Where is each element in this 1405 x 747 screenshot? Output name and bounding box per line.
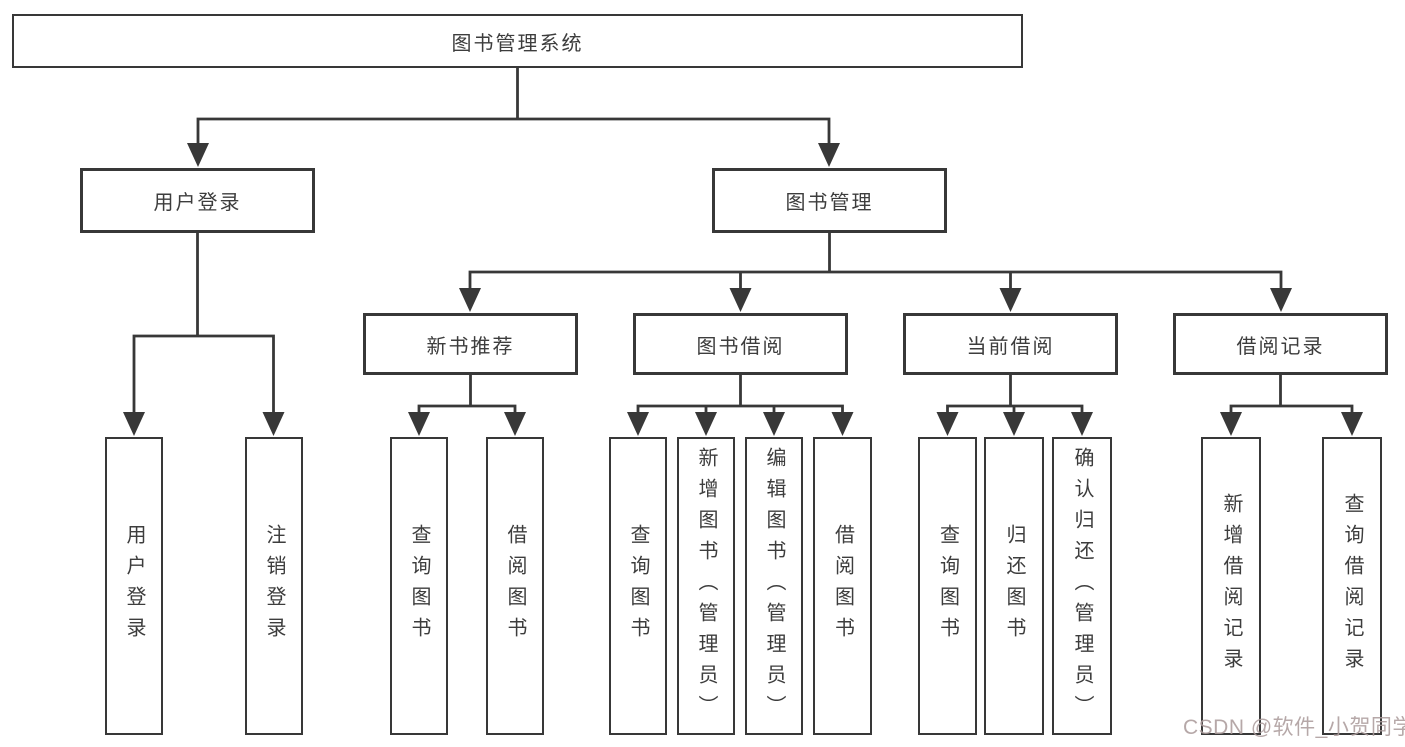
- node-book-management: 图书管理: [712, 168, 947, 233]
- arrow-to-leaf-bb-edit: [763, 412, 785, 436]
- leaf-bb-borrow-books-label: 借阅图书: [831, 524, 854, 648]
- connector-book-management-to-level3: [468, 231, 1283, 292]
- leaf-cb-query-books: 查询图书: [918, 437, 977, 735]
- arrow-to-book-management: [818, 143, 840, 167]
- node-book-management-label: 图书管理: [785, 192, 874, 214]
- arrow-to-leaf-rec-borrow: [504, 412, 526, 436]
- node-current-borrow: 当前借阅: [903, 313, 1118, 375]
- leaf-br-query-record-label: 查询借阅记录: [1341, 493, 1363, 679]
- node-user-login-label: 用户登录: [153, 192, 242, 214]
- arrow-to-leaf-bb-add: [695, 412, 717, 436]
- leaf-bb-query-books-label: 查询图书: [627, 524, 649, 648]
- leaf-bb-add-books-admin: 新增图书（管理员）: [677, 437, 735, 735]
- node-root-label: 图书管理系统: [451, 32, 584, 55]
- leaf-rec-borrow-books-label: 借阅图书: [504, 524, 526, 648]
- leaf-cb-query-books-label: 查询图书: [936, 524, 959, 648]
- connector-user-login-to-leaves: [132, 231, 275, 416]
- leaf-user-login-label: 用户登录: [123, 524, 145, 648]
- node-user-login: 用户登录: [80, 168, 315, 233]
- leaf-br-add-record-label: 新增借阅记录: [1220, 493, 1242, 679]
- leaf-bb-query-books: 查询图书: [609, 437, 667, 735]
- arrow-to-leaf-bb-borrow: [831, 412, 854, 436]
- arrow-to-leaf-bb-query: [627, 412, 649, 436]
- connector-new-book-recommend-to-leaves: [417, 373, 517, 418]
- node-root: 图书管理系统: [12, 14, 1023, 68]
- connector-borrow-records-to-leaves: [1229, 373, 1354, 418]
- arrow-to-leaf-br-add: [1220, 412, 1242, 436]
- leaf-cb-return-books-label: 归还图书: [1003, 524, 1025, 648]
- arrow-to-leaf-rec-query: [408, 412, 430, 436]
- node-current-borrow-label: 当前借阅: [966, 335, 1055, 358]
- leaf-cb-return-books: 归还图书: [984, 437, 1044, 735]
- arrow-to-leaf-cb-query: [936, 412, 959, 436]
- arrow-to-current-borrow: [999, 288, 1022, 312]
- arrow-to-leaf-user-login: [123, 412, 145, 436]
- arrow-to-leaf-cb-return: [1003, 412, 1025, 436]
- node-new-book-recommend-label: 新书推荐: [426, 335, 515, 358]
- arrow-to-borrow-records: [1270, 288, 1292, 312]
- leaf-rec-borrow-books: 借阅图书: [486, 437, 544, 735]
- leaf-user-login: 用户登录: [105, 437, 163, 735]
- node-new-book-recommend: 新书推荐: [363, 313, 578, 375]
- arrow-to-book-borrow: [729, 288, 752, 312]
- arrow-to-user-login: [187, 143, 209, 167]
- node-borrow-records-label: 借阅记录: [1236, 335, 1325, 358]
- leaf-rec-query-books: 查询图书: [390, 437, 448, 735]
- node-book-borrow-label: 图书借阅: [696, 335, 785, 358]
- arrow-to-new-book-recommend: [459, 288, 481, 312]
- leaf-bb-borrow-books: 借阅图书: [813, 437, 872, 735]
- leaf-bb-edit-books-admin-label: 编辑图书（管理员）: [763, 446, 785, 726]
- leaf-br-query-record: 查询借阅记录: [1322, 437, 1382, 735]
- leaf-br-add-record: 新增借阅记录: [1201, 437, 1261, 735]
- leaf-logout-label: 注销登录: [263, 524, 285, 648]
- arrow-to-leaf-cb-confirm: [1071, 412, 1093, 436]
- leaf-rec-query-books-label: 查询图书: [408, 524, 430, 648]
- leaf-bb-edit-books-admin: 编辑图书（管理员）: [745, 437, 803, 735]
- connector-root-to-level2: [196, 64, 831, 148]
- node-borrow-records: 借阅记录: [1173, 313, 1388, 375]
- node-book-borrow: 图书借阅: [633, 313, 848, 375]
- connector-book-borrow-to-leaves: [636, 373, 844, 418]
- leaf-cb-confirm-return-admin-label: 确认归还（管理员）: [1071, 446, 1093, 726]
- leaf-cb-confirm-return-admin: 确认归还（管理员）: [1052, 437, 1112, 735]
- csdn-watermark: CSDN @软件_小贺同学: [1183, 716, 1405, 739]
- arrow-to-leaf-br-query: [1341, 412, 1363, 436]
- connector-current-borrow-to-leaves: [946, 373, 1084, 418]
- leaf-bb-add-books-admin-label: 新增图书（管理员）: [695, 446, 717, 726]
- arrow-to-leaf-logout: [262, 412, 285, 436]
- leaf-logout: 注销登录: [245, 437, 303, 735]
